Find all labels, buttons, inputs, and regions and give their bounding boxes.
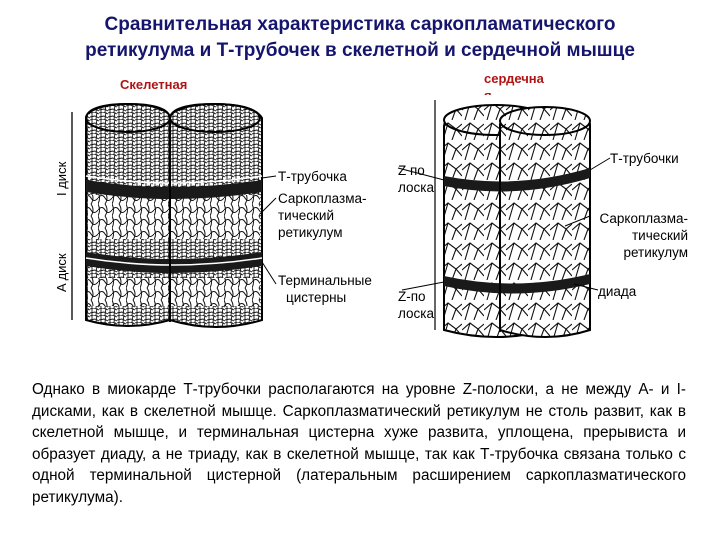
- title-line-1: Сравнительная характеристика саркопламат…: [104, 14, 616, 35]
- a-disk-label: A диск: [54, 253, 69, 292]
- skeletal-heading: Скелетная: [120, 77, 188, 92]
- terminal-line-1: Терминальные: [278, 273, 372, 288]
- cardiac-heading-line-2: я: [484, 87, 544, 95]
- title-line-2: ретикулума и Т-трубочек в скелетной и се…: [85, 40, 635, 61]
- cardiac-heading-line-1: сердечна: [484, 71, 544, 86]
- leader-lines: [259, 157, 611, 291]
- sr-right-label: Саркоплазма- тический ретикулум: [588, 210, 688, 261]
- sr-right-line-1: Саркоплазма-: [599, 211, 688, 226]
- sr-line-3: ретикулум: [278, 225, 343, 240]
- slide-title: Сравнительная характеристика саркопламат…: [10, 12, 710, 64]
- sr-right-line-3: ретикулум: [623, 245, 688, 260]
- terminal-cisterns-label: Терминальные цистерны: [278, 272, 372, 306]
- z1-line-2: лоска: [398, 180, 434, 195]
- cardiac-heading: сердечна я: [484, 70, 544, 95]
- terminal-line-2: цистерны: [286, 290, 347, 305]
- t-tubules-right-label: Т-трубочки: [610, 151, 679, 166]
- z1-line-1: Z по: [398, 163, 425, 178]
- cardiac-muscle-illustration: [434, 100, 591, 338]
- sr-line-1: Саркоплазма-: [278, 191, 367, 206]
- skeletal-muscle-illustration: [85, 102, 263, 328]
- sr-line-2: тический: [278, 208, 335, 223]
- explanation-paragraph: Однако в миокарде Т-трубочки располагают…: [32, 381, 686, 506]
- t-tubule-label: Т-трубочка: [278, 169, 347, 184]
- z2-line-1: Z-по: [398, 289, 426, 304]
- z2-line-2: лоска: [398, 306, 434, 321]
- i-disk-label: I диск: [54, 161, 69, 196]
- sarcoplasmic-reticulum-label: Саркоплазма- тический ретикулум: [278, 190, 367, 241]
- diad-label: диада: [598, 284, 637, 299]
- z-line-upper-label: Z по лоска: [398, 162, 434, 196]
- sr-right-line-2: тический: [631, 228, 688, 243]
- z-line-lower-label: Z-по лоска: [398, 288, 434, 322]
